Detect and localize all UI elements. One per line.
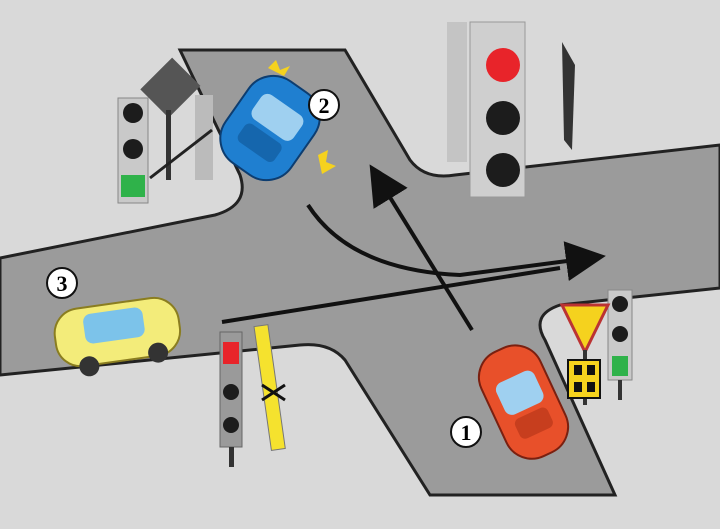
- car-2-badge: [308, 89, 340, 121]
- road: [0, 48, 720, 497]
- arrow-car2-right-turn: [306, 203, 606, 281]
- arrow-straight-right: [221, 266, 561, 324]
- flash-icon: [268, 60, 290, 76]
- arrow-car1-left-turn: [369, 164, 474, 332]
- traffic-light-top-left: [117, 57, 213, 204]
- car-3-badge: [46, 267, 78, 299]
- car-1-badge: [450, 416, 482, 448]
- car-3-label: 3: [57, 271, 68, 296]
- yield-sign: [559, 303, 611, 405]
- car-2-label: 2: [319, 93, 330, 118]
- car-3: [53, 296, 182, 377]
- traffic-light-bottom-left: [219, 324, 286, 467]
- traffic-light-top-right: [447, 21, 575, 198]
- car-1-label: 1: [461, 420, 472, 445]
- traffic-light-bottom-right: [607, 289, 633, 400]
- flash-icon: [318, 150, 336, 174]
- car-1: [477, 344, 570, 460]
- car-2: [219, 74, 321, 182]
